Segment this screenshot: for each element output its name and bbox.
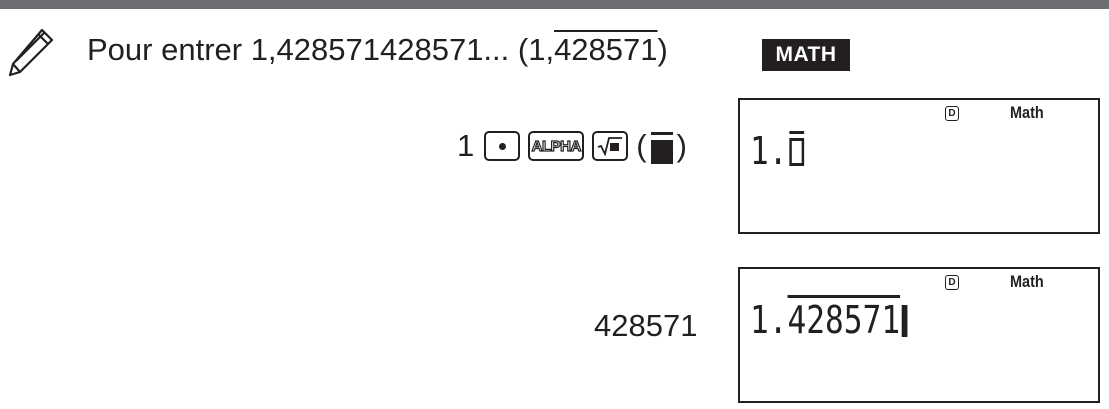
display-expression: 1.428571 bbox=[750, 295, 908, 345]
key-sequence-step2: 428571 bbox=[594, 308, 698, 343]
pencil-icon bbox=[8, 28, 54, 77]
decimal-point-key bbox=[484, 131, 521, 161]
digit-key-1: 1 bbox=[457, 128, 475, 163]
decimal-dot-icon bbox=[498, 142, 506, 150]
key-sequence-step1: 1 ALPHA ( ) bbox=[457, 125, 687, 167]
display-repeat-digits: 428571 bbox=[787, 298, 901, 342]
heading-prefix: Pour entrer 1,428571428571... (1, bbox=[87, 32, 555, 67]
degree-indicator: D bbox=[945, 275, 959, 290]
display-expression: 1. bbox=[750, 126, 804, 176]
cursor-icon bbox=[901, 305, 908, 337]
calculator-display-2: D Math 1.428571 bbox=[738, 267, 1100, 403]
display-integer: 1. bbox=[750, 129, 788, 173]
degree-indicator: D bbox=[945, 106, 959, 121]
display-integer: 1. bbox=[750, 298, 788, 342]
math-indicator: Math bbox=[1010, 103, 1044, 122]
repeating-decimal-icon bbox=[650, 126, 674, 166]
math-mode-badge: MATH bbox=[762, 39, 850, 71]
open-paren: ( bbox=[636, 128, 647, 163]
calculator-display-1: D Math 1. bbox=[738, 98, 1100, 234]
sqrt-key bbox=[592, 131, 629, 161]
alpha-key: ALPHA bbox=[528, 131, 585, 161]
alpha-key-label: ALPHA bbox=[531, 137, 582, 155]
math-indicator: Math bbox=[1010, 272, 1044, 291]
heading-repeat-digits: 428571 bbox=[554, 32, 658, 67]
top-rule bbox=[0, 0, 1109, 9]
instruction-heading: Pour entrer 1,428571428571... (1,428571) bbox=[87, 30, 668, 70]
close-paren: ) bbox=[676, 128, 687, 163]
sqrt-icon bbox=[597, 137, 623, 156]
heading-suffix: ) bbox=[657, 32, 668, 67]
repeat-input-box-icon bbox=[789, 131, 804, 166]
